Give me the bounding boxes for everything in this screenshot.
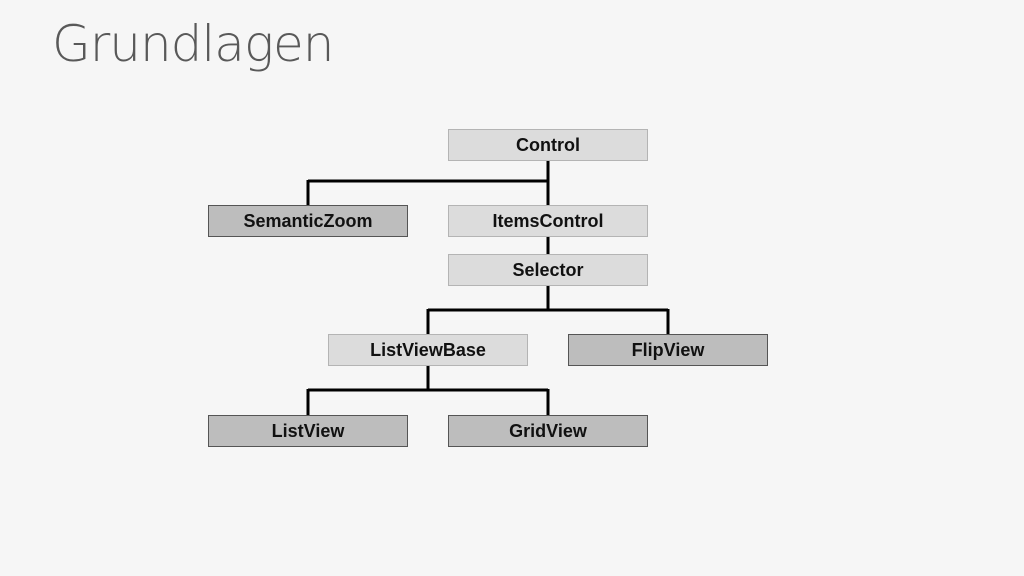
node-control: Control [448,129,648,161]
node-selector: Selector [448,254,648,286]
slide-title: Grundlagen [52,15,334,73]
node-grid-view: GridView [448,415,648,447]
node-items-control: ItemsControl [448,205,648,237]
node-flip-view: FlipView [568,334,768,366]
node-semantic-zoom: SemanticZoom [208,205,408,237]
node-list-view-base: ListViewBase [328,334,528,366]
connector-selector-children [426,286,670,334]
connector-control-children [306,161,550,205]
connector-listviewbase-children [306,366,550,415]
node-list-view: ListView [208,415,408,447]
